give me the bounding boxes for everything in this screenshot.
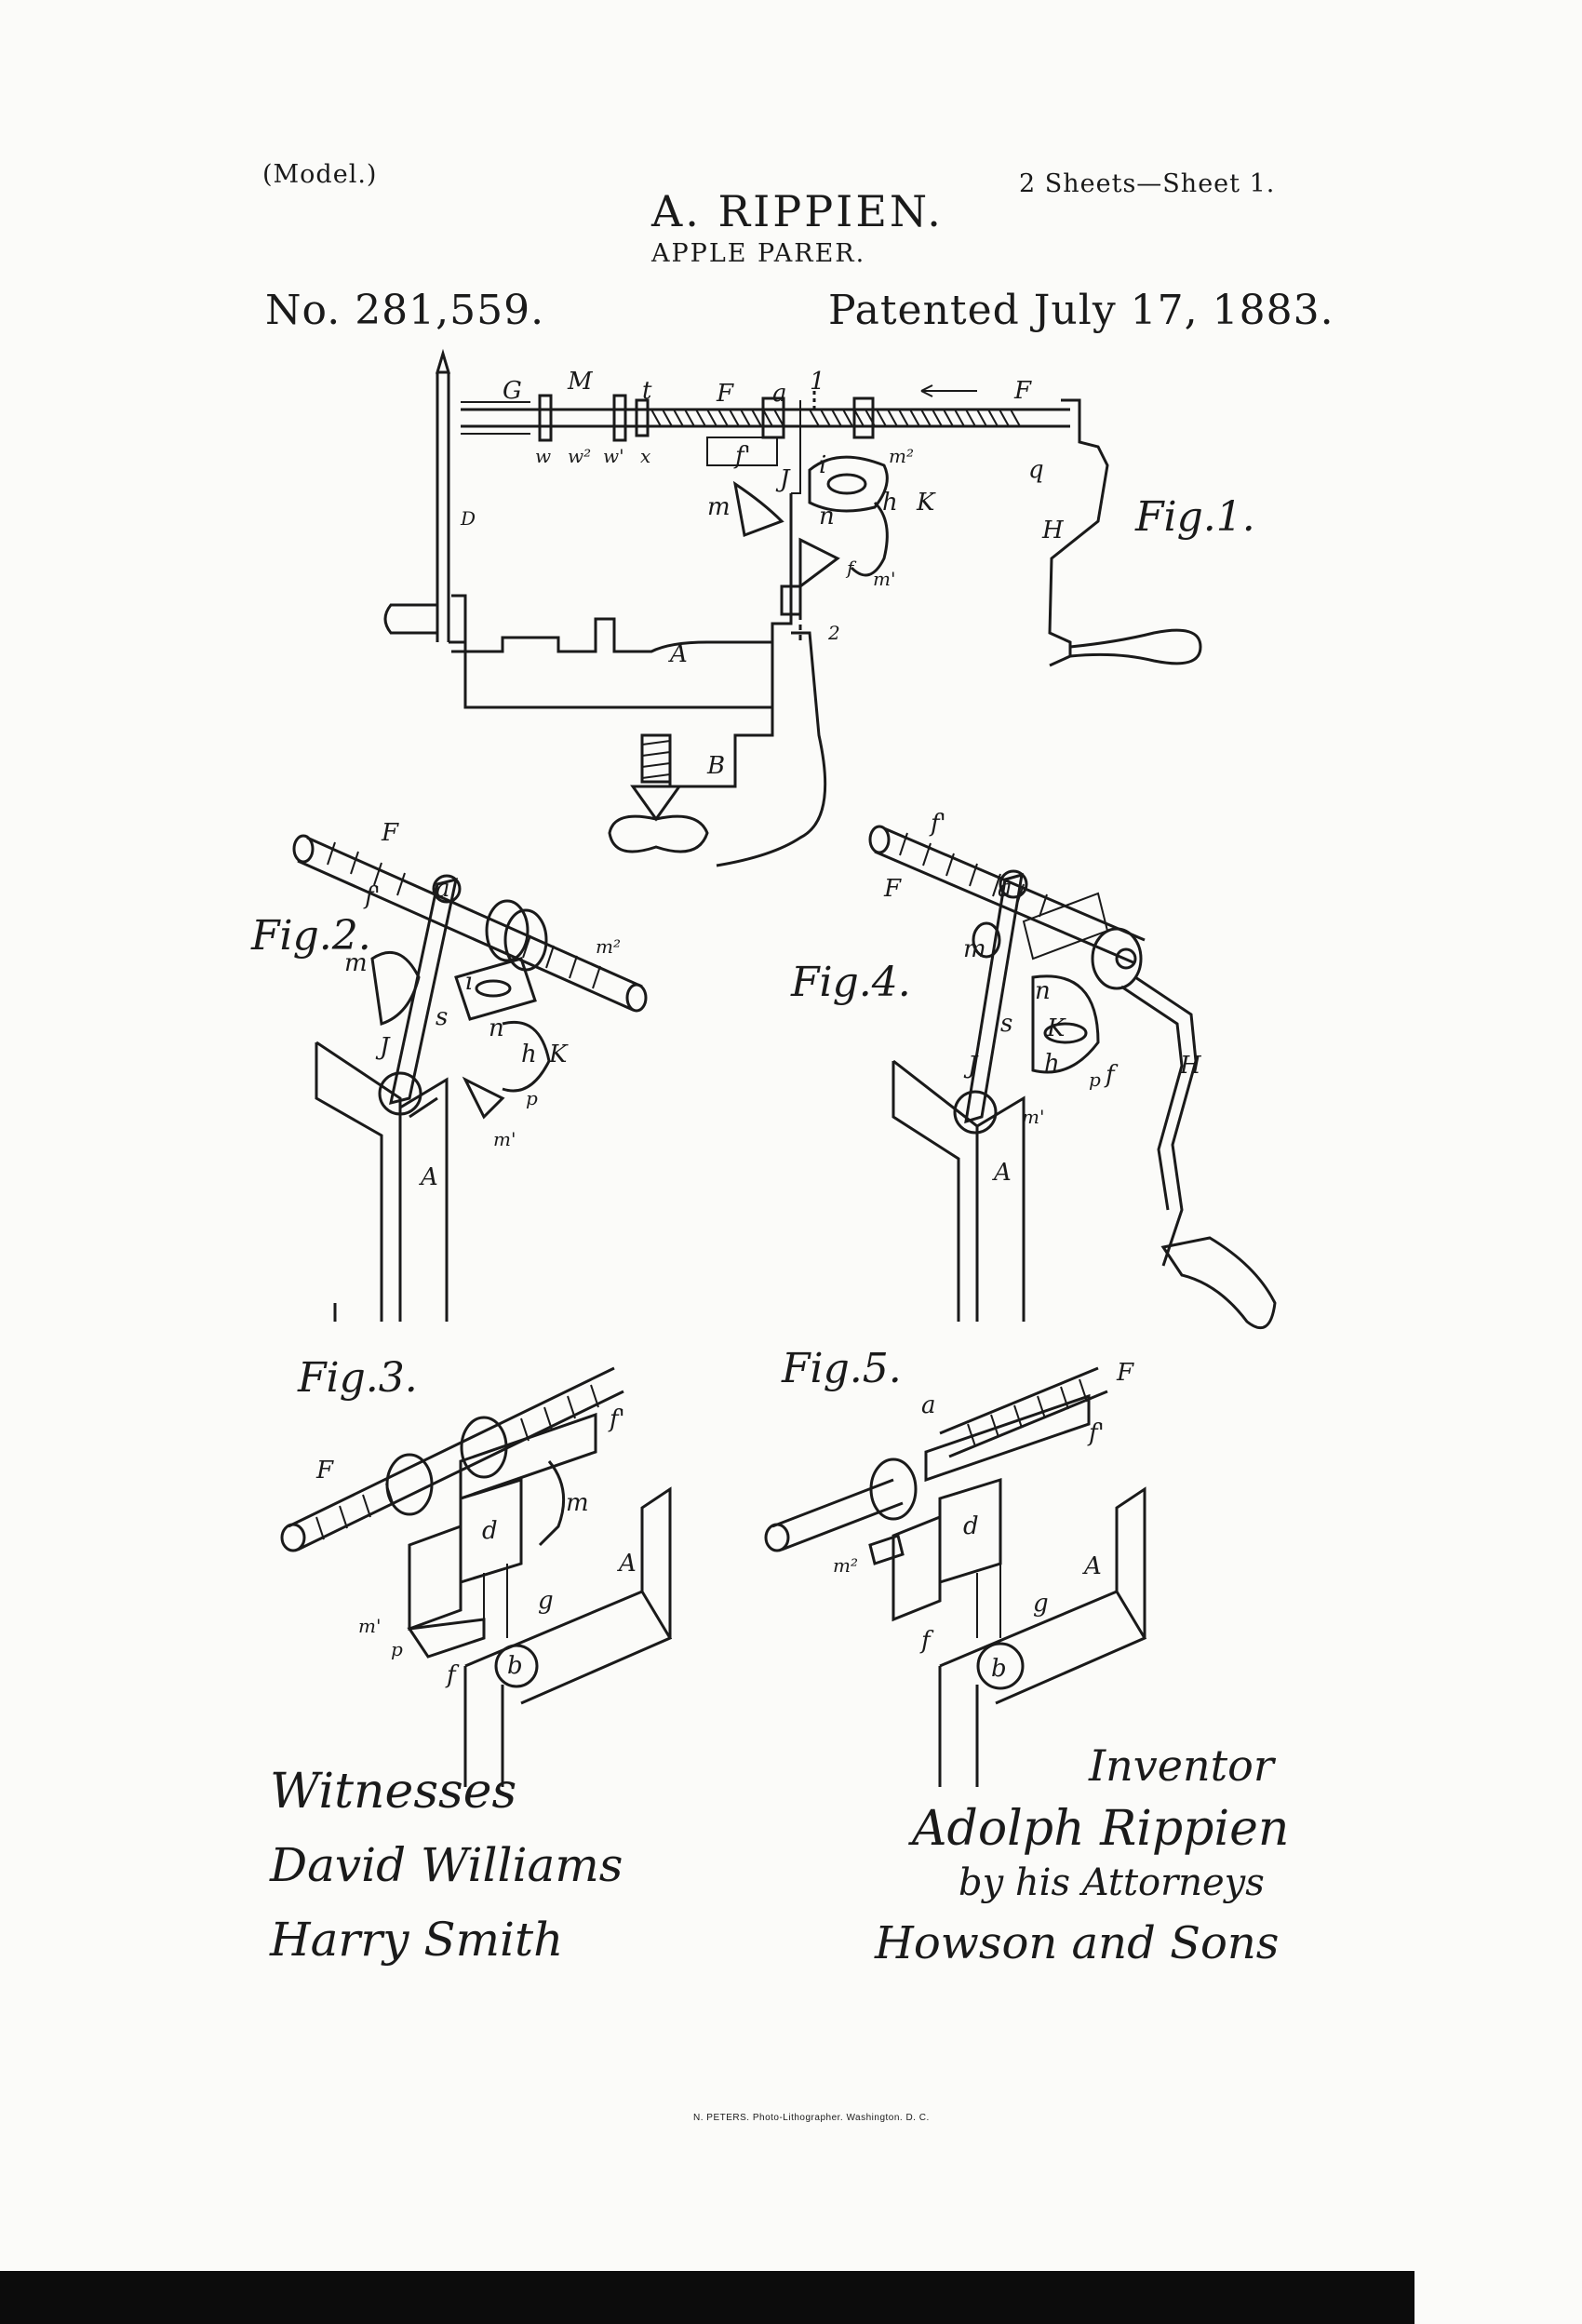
fig5-label-f: f — [921, 1627, 931, 1655]
fig3-label-p: p — [391, 1638, 403, 1660]
fig4-label-a: a — [998, 875, 1012, 903]
fig1-label-D: D — [461, 507, 476, 530]
fig2-label-i: i — [465, 968, 474, 996]
fig1-label-F: F — [717, 380, 734, 408]
fig1-label-K: K — [917, 489, 935, 517]
fig1-label-i: i — [819, 451, 827, 479]
inventor-label: Inventor — [1089, 1740, 1274, 1791]
fig2-caption: Fig.2. — [251, 912, 371, 960]
fig1-label-w1: w' — [603, 445, 624, 467]
witness-2-signature: Harry Smith — [270, 1913, 564, 1967]
fig1-label-f: f — [847, 557, 854, 579]
fig5-label-F: F — [1117, 1359, 1134, 1387]
fig3-label-f: f — [447, 1661, 456, 1689]
fig3-label-m1: m' — [358, 1615, 382, 1637]
fig2-label-K: K — [549, 1041, 568, 1068]
attorneys-signature: Howson and Sons — [875, 1917, 1280, 1969]
fig2-label-p: p — [526, 1087, 538, 1109]
fig3-label-d: d — [482, 1517, 498, 1545]
fig1-label-M: M — [568, 368, 593, 396]
fig1-caption: Fig.1. — [1135, 493, 1255, 541]
fig3-label-f1: f' — [610, 1405, 625, 1433]
fig4-label-s: s — [1000, 1010, 1013, 1038]
fig5-caption: Fig.5. — [782, 1345, 902, 1392]
fig2-label-F: F — [382, 819, 399, 847]
fig1-label-J: J — [780, 465, 790, 493]
fig5-label-f1: f' — [1089, 1419, 1105, 1447]
fig4-label-m: m — [963, 935, 986, 963]
fig4-label-n: n — [1035, 977, 1051, 1005]
fig4-label-f1: f' — [931, 810, 946, 838]
fig1-label-m2: m² — [889, 445, 914, 467]
fig2-label-f1: f' — [365, 882, 381, 910]
fig4-label-m1: m' — [1022, 1106, 1045, 1128]
fig5-label-b: b — [991, 1655, 1007, 1683]
fig4-label-f: f — [1106, 1061, 1115, 1089]
witnesses-label: Witnesses — [270, 1764, 517, 1820]
fig4-label-K: K — [1047, 1014, 1066, 1042]
by-attorneys-label: by his Attorneys — [959, 1861, 1265, 1904]
fig1-label-q: q — [1028, 456, 1044, 484]
fig1-label-H: H — [1042, 517, 1064, 544]
fig4-label-J: J — [968, 1052, 978, 1080]
fig5-label-d: d — [963, 1512, 979, 1540]
fig4-label-p: p — [1089, 1068, 1101, 1091]
fig1-label-G: G — [503, 377, 522, 405]
fig1-label-w: w — [535, 445, 552, 467]
fig1-label-f1: f' — [735, 442, 751, 470]
invention-title: APPLE PARER. — [651, 239, 866, 268]
fig2-label-A: A — [421, 1163, 438, 1191]
fig1-label-m1: m' — [873, 568, 896, 590]
fig2-label-m: m — [344, 949, 368, 977]
witness-1-signature: David Williams — [270, 1838, 623, 1892]
fig1-label-2: 2 — [828, 622, 840, 644]
fig2-label-n: n — [489, 1014, 504, 1042]
fig4-label-F: F — [884, 875, 902, 903]
patent-date: Patented July 17, 1883. — [828, 287, 1334, 334]
fig3-label-g: g — [538, 1587, 554, 1615]
fig1-label-m: m — [707, 493, 731, 521]
fig4-label-h: h — [1044, 1050, 1060, 1078]
model-label: (Model.) — [262, 160, 378, 189]
inventor-signature: Adolph Rippien — [912, 1801, 1290, 1857]
fig2-label-J: J — [380, 1033, 390, 1061]
fig1-label-x: x — [640, 445, 651, 467]
fig1-label-1: 1 — [810, 368, 825, 396]
scan-edge-bar — [0, 2271, 1414, 2324]
fig1-label-n: n — [819, 503, 835, 531]
fig4-label-H: H — [1180, 1052, 1201, 1080]
fig3-label-m: m — [566, 1489, 589, 1517]
fig1-label-w2: w² — [568, 445, 592, 467]
patent-number: No. 281,559. — [265, 287, 545, 334]
fig2-label-s: s — [436, 1003, 449, 1031]
fig2-label-m1: m' — [493, 1128, 516, 1150]
fig5-label-A: A — [1084, 1552, 1102, 1580]
fig3-label-A: A — [619, 1550, 637, 1578]
fig1-label-B: B — [707, 752, 726, 780]
fig1-label-F-right: F — [1014, 377, 1032, 405]
fig5-label-m2: m² — [833, 1554, 858, 1577]
fig3-caption: Fig.3. — [298, 1354, 418, 1402]
fig4-caption: Fig.4. — [791, 959, 911, 1006]
fig2-label-m2: m² — [596, 935, 621, 958]
fig1-label-A: A — [670, 640, 688, 668]
fig5-label-a: a — [921, 1391, 936, 1419]
sheets-label: 2 Sheets—Sheet 1. — [1019, 169, 1276, 198]
lithographer-credit: N. PETERS. Photo-Lithographer. Washingto… — [693, 2113, 930, 2123]
fig3-label-b: b — [507, 1652, 523, 1680]
fig4-label-A: A — [994, 1159, 1012, 1187]
fig3-label-F: F — [316, 1457, 334, 1484]
fig5-label-g: g — [1033, 1590, 1049, 1618]
inventor-name: A. RIPPIEN. — [651, 186, 944, 236]
fig2-label-h: h — [521, 1041, 537, 1068]
fig2-label-a: a — [436, 875, 450, 903]
fig1-label-t: t — [642, 377, 652, 405]
fig1-label-h: h — [882, 489, 898, 517]
fig1-label-a: a — [772, 380, 787, 408]
